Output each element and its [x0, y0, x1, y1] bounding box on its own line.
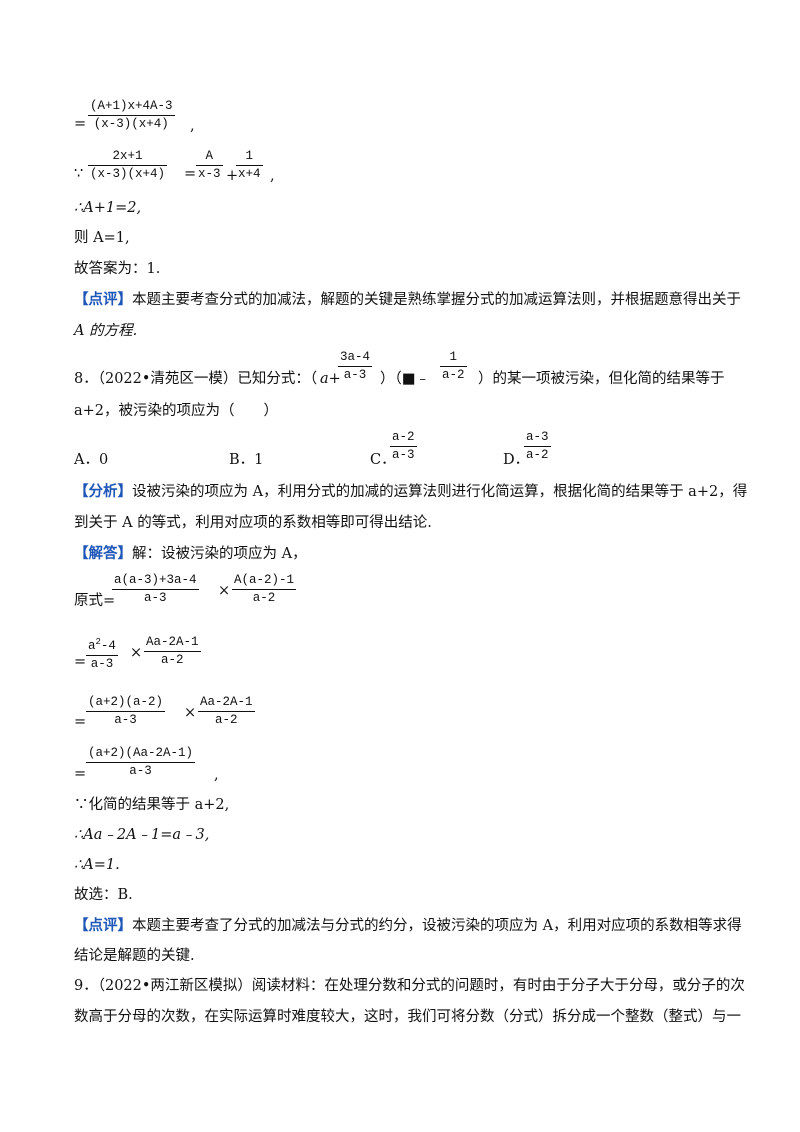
denominator: a-3 [90, 657, 114, 672]
review-text: 本题主要考查了分式的加减法与分式的约分，设被污染的项应为 A，利用对应项的系数相… [132, 918, 742, 934]
fraction: a2-4 a-3 [86, 635, 118, 672]
numerator: (a+2)(a-2) [86, 695, 166, 712]
times-sign: × [130, 645, 143, 661]
numerator: 3a-4 [338, 350, 373, 367]
denominator: a-2 [526, 448, 549, 462]
option-b: B．1 [229, 452, 264, 468]
stem-expression: a+ [320, 371, 341, 387]
numerator-base: a [88, 639, 96, 654]
review-tag: 【点评】 [74, 292, 132, 308]
numerator: A [196, 149, 223, 166]
equals-sign: = [74, 714, 87, 730]
equals-sign: = [74, 654, 87, 670]
comma: , [190, 118, 195, 134]
fraction: Aa-2A-1 a-2 [144, 635, 201, 668]
review-line: 【点评】本题主要考查了分式的加减法与分式的约分，设被污染的项应为 A，利用对应项… [74, 916, 742, 936]
text-line: 故选：B. [74, 887, 133, 903]
option-a: A．0 [74, 452, 109, 468]
fraction: Aa-2A-1 a-2 [198, 695, 255, 728]
denominator: x+4 [238, 167, 261, 181]
question-stem-line2: a+2，被污染的项应为（ ） [74, 403, 279, 419]
equals-sign: = [74, 116, 87, 132]
fraction: 2x+1 (x-3)(x+4) [88, 149, 168, 182]
numerator: a2-4 [86, 635, 118, 657]
question-9-stem-line2: 数高于分母的次数，在实际运算时难度较大，这时，我们可将分数（分式）拆分成一个整数… [74, 1009, 741, 1025]
denominator: x-3 [198, 167, 221, 181]
solution-text: 解：设被污染的项应为 A， [132, 546, 307, 562]
analysis-text: 设被污染的项应为 A，利用分式的加减的运算法则进行化简运算，根据化简的结果等于 … [132, 484, 748, 500]
stem-tail: ）的某一项被污染，但化简的结果等于 [478, 371, 725, 387]
denominator: a-3 [144, 591, 167, 605]
option-c-fraction: a-2 a-3 [390, 430, 417, 463]
numerator: (a+2)(Aa-2A-1) [86, 746, 196, 763]
solution-tag: 【解答】 [74, 546, 132, 562]
fraction: A x-3 [196, 149, 223, 182]
review-tag: 【点评】 [74, 918, 132, 934]
numerator: A(a-2)-1 [232, 573, 297, 590]
denominator: a-2 [252, 591, 276, 605]
equals-sign: = [184, 166, 197, 182]
fraction: 3a-4 a-3 [338, 350, 373, 383]
times-sign: × [184, 705, 197, 721]
numerator: a-3 [524, 430, 551, 447]
text-line: 则 A=1, [74, 230, 130, 246]
text-line: ∴A+1=2, [74, 200, 142, 216]
question-stem: 8．（2022•清苑区一模）已知分式：（ [74, 371, 318, 387]
because-symbol: ∵ [74, 166, 84, 182]
fraction: (a+2)(Aa-2A-1) a-3 [86, 746, 196, 779]
text-line: ∵化简的结果等于 a+2, [74, 797, 230, 813]
text-line: 结论是解题的关键. [74, 948, 195, 964]
denominator: a-2 [442, 368, 465, 382]
numerator: a-2 [390, 430, 417, 447]
numerator: 2x+1 [88, 149, 168, 166]
text-line: A 的方程. [74, 323, 138, 339]
text-line: ∴A=1. [74, 857, 120, 873]
fraction: (A+1)x+4A-3 (x-3)(x+4) [88, 99, 175, 132]
solution-line: 【解答】解：设被污染的项应为 A， [74, 544, 307, 564]
denominator: (x-3)(x+4) [90, 167, 166, 181]
numerator: (A+1)x+4A-3 [88, 99, 175, 116]
option-d-fraction: a-3 a-2 [524, 430, 551, 463]
times-sign: × [218, 583, 231, 599]
denominator: a-3 [343, 368, 367, 382]
denominator: a-3 [129, 764, 152, 778]
text-line: 故答案为：1. [74, 261, 161, 277]
fraction: 1 a-2 [440, 350, 467, 383]
exponent: 2 [95, 637, 101, 647]
plus-sign: + [226, 168, 239, 184]
fraction: 1 x+4 [236, 149, 263, 182]
denominator: a-3 [114, 713, 137, 727]
question-9-stem: 9．（2022•两江新区模拟）阅读材料：在处理分数和分式的问题时，有时由于分子大… [74, 978, 745, 994]
analysis-line: 【分析】设被污染的项应为 A，利用分式的加减的运算法则进行化简运算，根据化简的结… [74, 482, 747, 502]
comma: , [270, 168, 275, 184]
text-line: ∴Aa﹣2A﹣1=a﹣3, [74, 827, 210, 843]
text-line: 到关于 A 的等式，利用对应项的系数相等即可得出结论. [74, 515, 432, 531]
numerator: Aa-2A-1 [198, 695, 255, 712]
step-label: 原式= [74, 593, 116, 609]
comma: , [214, 767, 219, 783]
review-line: 【点评】本题主要考查分式的加减法，解题的关键是熟练掌握分式的加减运算法则，并根据… [74, 290, 741, 310]
numerator: Aa-2A-1 [144, 635, 201, 652]
fraction: (a+2)(a-2) a-3 [86, 695, 166, 728]
numerator: 1 [440, 350, 467, 367]
fraction: a(a-3)+3a-4 a-3 [112, 573, 199, 606]
numerator: 1 [236, 149, 263, 166]
denominator: a-3 [392, 448, 415, 462]
stem-middle: ）（■﹣ [380, 371, 430, 387]
equals-sign: = [74, 766, 87, 782]
denominator: (x-3)(x+4) [93, 117, 169, 131]
option-d-label: D． [503, 452, 530, 468]
numerator: a(a-3)+3a-4 [112, 573, 199, 590]
analysis-tag: 【分析】 [74, 484, 132, 500]
numerator-rest: -4 [100, 639, 116, 654]
denominator: a-2 [161, 653, 184, 667]
fraction: A(a-2)-1 a-2 [232, 573, 297, 606]
denominator: a-2 [215, 713, 238, 727]
review-text: 本题主要考查分式的加减法，解题的关键是熟练掌握分式的加减运算法则，并根据题意得出… [132, 292, 741, 308]
option-c-label: C． [370, 452, 396, 468]
